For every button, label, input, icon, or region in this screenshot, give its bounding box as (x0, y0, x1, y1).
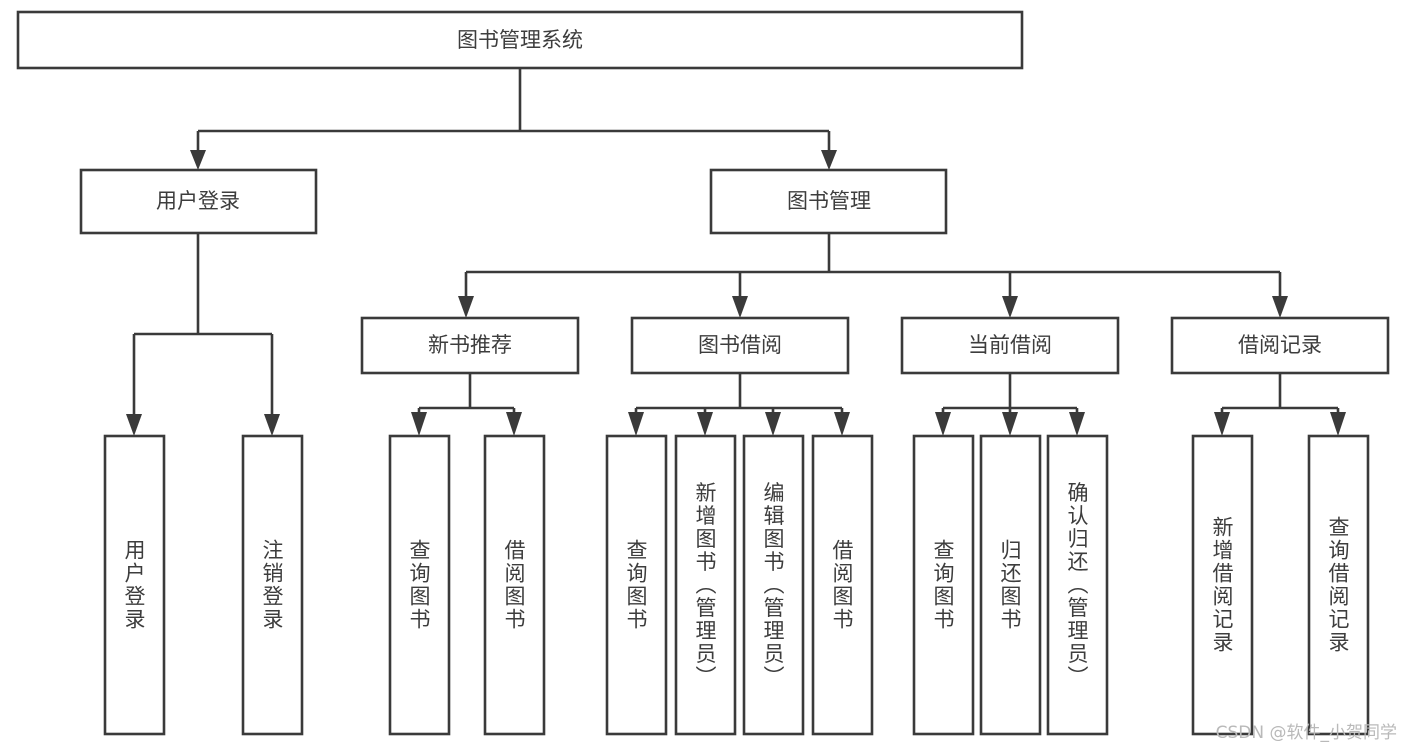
leaf-book-borrow-3-box[interactable] (742, 434, 805, 736)
leaf-user-login-2[interactable]: 注销登录 (241, 434, 304, 736)
connector-book-manage-to-level3 (458, 233, 1288, 318)
leaf-current-borrow-3-box[interactable] (1046, 434, 1109, 736)
arrow-l3-1 (458, 296, 474, 318)
arrow-nb-1 (411, 412, 427, 436)
leaf-book-borrow-2-label: 新增图书（管理员） (693, 482, 717, 689)
leaf-borrow-record-2-box[interactable] (1307, 434, 1370, 736)
node-root[interactable]: 图书管理系统 (16, 10, 1024, 70)
node-book-manage-box[interactable] (709, 168, 948, 235)
node-new-book-recommend[interactable]: 新书推荐 (360, 316, 580, 375)
leaf-current-borrow-2[interactable]: 归还图书 (979, 434, 1042, 736)
leaf-book-borrow-4-box[interactable] (811, 434, 874, 736)
node-book-borrow-box[interactable] (630, 316, 850, 375)
leaf-current-borrow-1-label: 查询图书 (931, 539, 955, 631)
leaf-borrow-record-1[interactable]: 新增借阅记录 (1191, 434, 1254, 736)
leaf-current-borrow-2-label: 归还图书 (998, 539, 1022, 631)
leaf-new-book-2-box[interactable] (483, 434, 546, 736)
node-borrow-record[interactable]: 借阅记录 (1170, 316, 1390, 375)
leaf-current-borrow-1-box[interactable] (912, 434, 975, 736)
node-book-manage-label: 图书管理 (787, 189, 871, 213)
leaf-book-borrow-1-box[interactable] (605, 434, 668, 736)
leaf-user-login-1-label: 用户登录 (122, 539, 146, 631)
leaf-book-borrow-4-label: 借阅图书 (830, 539, 854, 631)
leaf-user-login-1[interactable]: 用户登录 (103, 434, 166, 736)
connector-borrow-record-to-leaves (1214, 373, 1346, 436)
leaf-current-borrow-1[interactable]: 查询图书 (912, 434, 975, 736)
node-new-book-recommend-label: 新书推荐 (428, 333, 512, 357)
leaf-borrow-record-1-label: 新增借阅记录 (1210, 516, 1234, 654)
connector-current-borrow-to-leaves (935, 373, 1085, 436)
arrow-bb-2 (697, 412, 713, 436)
connector-user-login-to-leaves (126, 233, 280, 436)
node-user-login-label: 用户登录 (156, 189, 240, 213)
arrow-book-manage (821, 150, 837, 170)
node-book-borrow[interactable]: 图书借阅 (630, 316, 850, 375)
leaf-new-book-1[interactable]: 查询图书 (388, 434, 451, 736)
connector-new-book-to-leaves (411, 373, 522, 436)
arrow-br-2 (1330, 412, 1346, 436)
arrow-l3-4 (1272, 296, 1288, 318)
leaf-book-borrow-2[interactable]: 新增图书（管理员） (674, 434, 737, 736)
leaf-borrow-record-2[interactable]: 查询借阅记录 (1307, 434, 1370, 736)
leaf-book-borrow-2-box[interactable] (674, 434, 737, 736)
arrow-bb-3 (765, 412, 781, 436)
node-book-manage[interactable]: 图书管理 (709, 168, 948, 235)
leaf-book-borrow-1[interactable]: 查询图书 (605, 434, 668, 736)
leaf-user-login-2-box[interactable] (241, 434, 304, 736)
arrow-bb-1 (628, 412, 644, 436)
arrow-l3-2 (732, 296, 748, 318)
arrow-bb-4 (834, 412, 850, 436)
arrow-l3-3 (1002, 296, 1018, 318)
leaf-borrow-record-1-box[interactable] (1191, 434, 1254, 736)
arrow-br-1 (1214, 412, 1230, 436)
node-root-box[interactable] (16, 10, 1024, 70)
node-root-label: 图书管理系统 (457, 28, 583, 52)
leaf-book-borrow-3[interactable]: 编辑图书（管理员） (742, 434, 805, 736)
leaf-new-book-2-label: 借阅图书 (502, 539, 526, 631)
leaf-borrow-record-2-label: 查询借阅记录 (1326, 516, 1350, 654)
watermark-text: CSDN @软件_小贺同学 (1215, 723, 1397, 743)
node-book-borrow-label: 图书借阅 (698, 333, 782, 357)
arrow-cb-1 (935, 412, 951, 436)
arrow-cb-2 (1002, 412, 1018, 436)
arrow-cb-3 (1069, 412, 1085, 436)
leaf-current-borrow-3-label: 确认归还（管理员） (1065, 482, 1089, 689)
leaf-new-book-1-box[interactable] (388, 434, 451, 736)
arrow-nb-2 (506, 412, 522, 436)
leaf-book-borrow-3-label: 编辑图书（管理员） (761, 482, 785, 689)
node-current-borrow[interactable]: 当前借阅 (900, 316, 1120, 375)
node-borrow-record-label: 借阅记录 (1238, 333, 1322, 357)
node-current-borrow-label: 当前借阅 (968, 333, 1052, 357)
arrow-ul-2 (264, 414, 280, 436)
arrow-ul-1 (126, 414, 142, 436)
connector-book-borrow-to-leaves (628, 373, 850, 436)
leaf-user-login-2-label: 注销登录 (260, 539, 284, 631)
leaf-book-borrow-4[interactable]: 借阅图书 (811, 434, 874, 736)
connector-root-to-level2 (190, 68, 837, 170)
node-borrow-record-box[interactable] (1170, 316, 1390, 375)
leaf-current-borrow-3[interactable]: 确认归还（管理员） (1046, 434, 1109, 736)
leaf-book-borrow-1-label: 查询图书 (624, 539, 648, 631)
node-user-login-box[interactable] (79, 168, 318, 235)
arrow-user-login (190, 150, 206, 170)
leaf-user-login-1-box[interactable] (103, 434, 166, 736)
node-user-login[interactable]: 用户登录 (79, 168, 318, 235)
leaf-new-book-1-label: 查询图书 (407, 539, 431, 631)
node-new-book-recommend-box[interactable] (360, 316, 580, 375)
leaf-current-borrow-2-box[interactable] (979, 434, 1042, 736)
node-current-borrow-box[interactable] (900, 316, 1120, 375)
leaf-new-book-2[interactable]: 借阅图书 (483, 434, 546, 736)
